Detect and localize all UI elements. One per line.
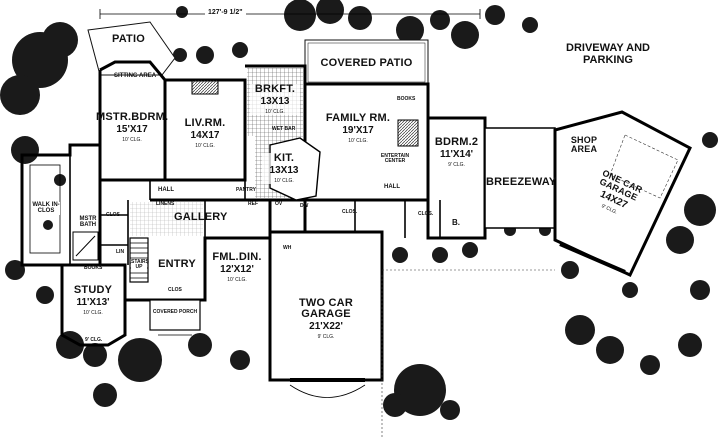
room-name: COVERED PATIO — [320, 57, 413, 69]
label-bath-b: B. — [452, 218, 460, 227]
room-name: KIT. — [273, 152, 295, 164]
room-ceiling: 9' CLG. — [448, 162, 465, 168]
room-ceiling: 9' CLG. — [317, 334, 335, 340]
room-walk-in-closet: WALK IN-CLOS — [32, 202, 60, 215]
breezeway-outline — [484, 127, 556, 229]
room-ceiling: 10' CLG. — [348, 138, 368, 144]
room-name: BDRM.2 — [434, 136, 479, 148]
room-name: FML.DIN. — [212, 251, 262, 263]
room-two-car-garage: TWO CAR GARAGE 21'X22' 9' CLG. — [286, 298, 366, 340]
label-alt-ceiling: 9' CLG. — [85, 337, 103, 343]
label-wh: WH — [283, 245, 292, 251]
room-shop-area: SHOP AREA — [560, 136, 608, 154]
room-name: BREEZEWAY — [486, 176, 557, 188]
one-car-garage-door — [559, 242, 626, 274]
room-entry: ENTRY — [154, 259, 200, 270]
label-ov: OV — [275, 201, 283, 207]
master-bath-tub — [72, 231, 99, 261]
room-name: GALLERY — [174, 211, 228, 223]
label-hall-master: HALL — [158, 187, 174, 193]
room-covered-patio: COVERED PATIO — [308, 58, 425, 69]
living-fireplace — [191, 79, 219, 95]
room-dims: 13X13 — [269, 165, 299, 176]
landscaping-trees — [0, 0, 718, 420]
room-living-room: LIV.RM. 14X17 10' CLG. — [172, 118, 238, 149]
room-family-room: FAMILY RM. 19'X17 10' CLG. — [318, 113, 398, 144]
room-sitting-area: SITTING AREA — [113, 73, 157, 79]
covered-porch-outline — [149, 299, 201, 331]
room-dims: 14X17 — [190, 130, 220, 141]
room-patio: PATIO — [112, 34, 145, 45]
label-books-study: BOOKS — [84, 265, 103, 271]
label-driveway: DRIVEWAY AND PARKING — [566, 42, 650, 67]
one-car-garage-walls — [553, 110, 692, 277]
room-name: BRKFT. — [254, 83, 296, 95]
room-dims: 12'X12' — [220, 264, 254, 275]
label-wet-bar: WET BAR — [272, 126, 296, 132]
room-bedroom-2: BDRM.2 11'X14' 9' CLG. — [428, 137, 485, 168]
room-study: STUDY 11'X13' 10' CLG. — [64, 285, 122, 316]
family-fireplace — [397, 119, 419, 147]
room-dims: 19'X17 — [342, 125, 374, 136]
room-ceiling: 10' CLG. — [227, 277, 247, 283]
overall-dimension-line — [99, 9, 481, 19]
room-name: LIV.RM. — [184, 117, 226, 129]
gallery-floor — [130, 202, 203, 236]
covered-patio-outline — [304, 39, 429, 86]
label-linens: LINENS — [156, 201, 175, 207]
interior-partitions — [69, 155, 441, 265]
room-kitchen: KIT. 13X13 10' CLG. — [262, 153, 306, 184]
label-books-family: BOOKS — [397, 96, 416, 102]
label-clos-d: CLOS — [168, 287, 182, 293]
room-dims: 11'X13' — [76, 297, 110, 308]
room-name: SHOP AREA — [570, 135, 598, 154]
overall-dimension: 127'-9 1/2" — [205, 9, 246, 17]
room-ceiling: 10' CLG. — [83, 310, 103, 316]
room-ceiling: 10' CLG. — [265, 109, 285, 115]
room-ceiling: 10' CLG. — [195, 143, 215, 149]
label-clos-a: CLOS — [106, 212, 120, 218]
patio-outline — [87, 21, 176, 76]
room-breezeway: BREEZEWAY — [486, 176, 557, 188]
label-stairs-up: STAIRS UP — [131, 259, 149, 271]
room-name: ENTRY — [158, 258, 196, 270]
room-breakfast: BRKFT. 13X13 10' CLG. — [250, 84, 300, 115]
label-entertain-center: ENTERTAIN CENTER — [380, 153, 410, 165]
walk-in-closet-rod — [29, 164, 61, 254]
room-master-bedroom: MSTR.BDRM. 15'X17 10' CLG. — [96, 112, 168, 143]
room-name: PATIO — [112, 33, 145, 45]
room-dims: 15'X17 — [116, 124, 148, 135]
room-covered-porch: COVERED PORCH — [152, 309, 198, 315]
label-pantry: PANTRY — [236, 187, 256, 193]
room-ceiling: 10' CLG. — [274, 178, 294, 184]
room-dims: 13X13 — [260, 96, 290, 107]
room-master-bath: MSTR BATH — [79, 216, 97, 229]
label-ref: REF — [248, 201, 258, 207]
label-lin: LIN — [116, 249, 125, 255]
room-dims: 11'X14' — [439, 149, 474, 160]
room-name: TWO CAR GARAGE — [299, 297, 353, 320]
driveway-edge — [381, 269, 555, 437]
label-clos-c: CLOS. — [418, 211, 434, 217]
room-name: FAMILY RM. — [325, 112, 391, 124]
label-hall-bedroom: HALL — [384, 184, 400, 190]
room-dims: 21'X22' — [309, 321, 343, 332]
room-gallery: GALLERY — [174, 211, 228, 223]
label-clos-b: CLOS. — [342, 209, 358, 215]
label-dw: DW — [300, 203, 309, 209]
room-ceiling: 10' CLG. — [122, 137, 142, 143]
room-name: MSTR.BDRM. — [96, 111, 169, 123]
room-name: STUDY — [73, 284, 113, 296]
room-family-dining: FML.DIN. 12'X12' 10' CLG. — [206, 252, 268, 283]
